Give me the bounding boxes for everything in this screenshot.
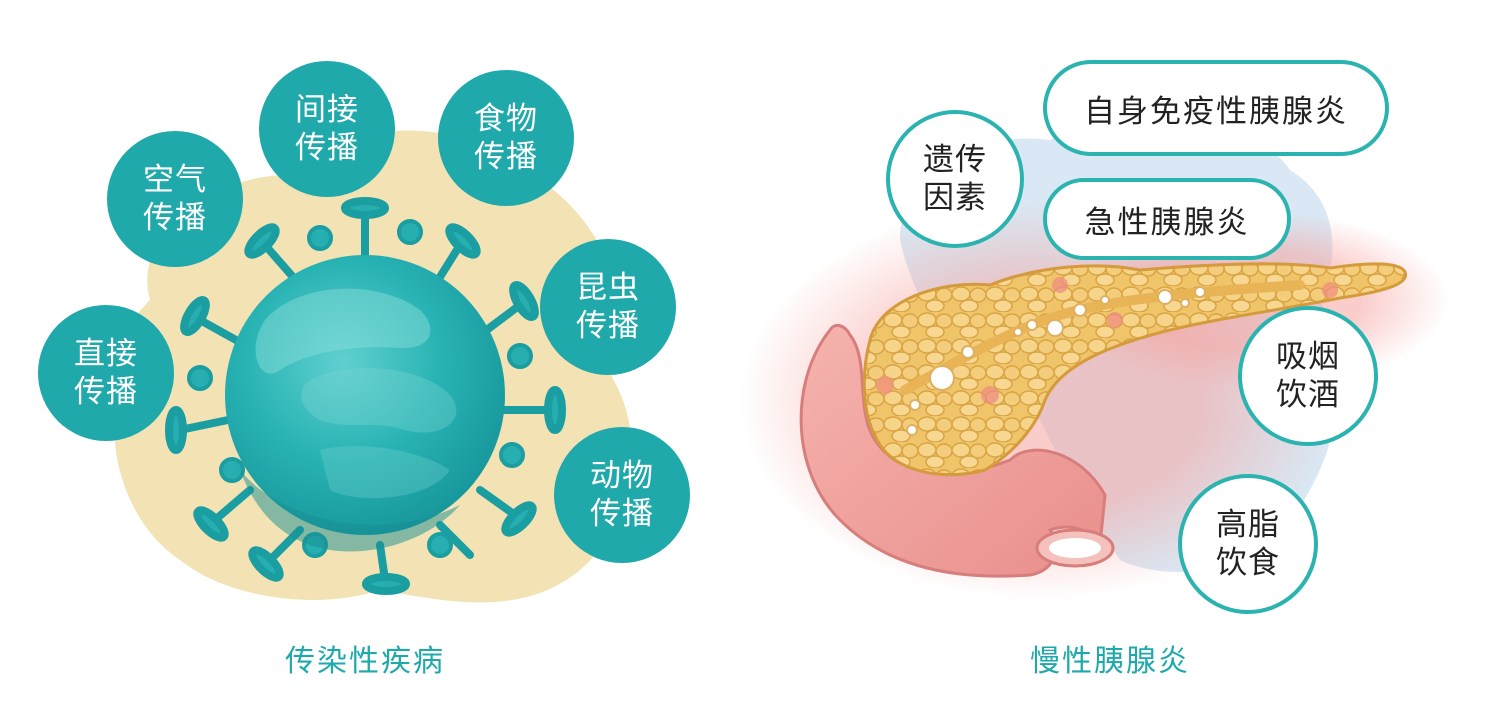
pill-acute-pancreatitis: 急性胰腺炎 <box>1043 178 1291 260</box>
caption-infectious-disease: 传染性疾病 <box>285 644 445 679</box>
bubble-line: 昆虫 <box>576 270 640 306</box>
bubble-line: 传播 <box>474 139 538 175</box>
bubble-line: 传播 <box>295 130 359 166</box>
ring-line: 因素 <box>923 180 987 216</box>
ring-smoking-drinking: 吸烟 饮酒 <box>1238 306 1378 446</box>
ring-line: 遗传 <box>923 142 987 178</box>
bubble-line: 传播 <box>590 496 654 532</box>
ring-line: 饮酒 <box>1276 377 1340 413</box>
bubble-line: 空气 <box>143 162 207 198</box>
bubble-line: 食物 <box>474 101 538 137</box>
bubble-line: 传播 <box>143 200 207 236</box>
bubble-line: 动物 <box>590 458 654 494</box>
bubble-line: 传播 <box>74 374 138 410</box>
ring-line: 饮食 <box>1216 545 1280 581</box>
bubble-line: 间接 <box>295 92 359 128</box>
bubble-airborne-transmission: 空气 传播 <box>107 131 243 267</box>
ring-line: 高脂 <box>1216 507 1280 543</box>
bubble-line: 传播 <box>576 308 640 344</box>
bubble-indirect-transmission: 间接 传播 <box>259 61 395 197</box>
ring-high-fat-diet: 高脂 饮食 <box>1178 474 1318 614</box>
bubble-animal-transmission: 动物 传播 <box>554 427 690 563</box>
bubble-direct-transmission: 直接 传播 <box>38 305 174 441</box>
caption-chronic-pancreatitis: 慢性胰腺炎 <box>1030 644 1190 679</box>
bubble-insect-transmission: 昆虫 传播 <box>540 239 676 375</box>
virus-icon <box>114 130 633 603</box>
ring-line: 吸烟 <box>1276 339 1340 375</box>
ring-genetic-factors: 遗传 因素 <box>886 110 1024 248</box>
bubble-food-transmission: 食物 传播 <box>438 70 574 206</box>
bubble-line: 直接 <box>74 336 138 372</box>
pill-autoimmune-pancreatitis: 自身免疫性胰腺炎 <box>1043 60 1389 156</box>
